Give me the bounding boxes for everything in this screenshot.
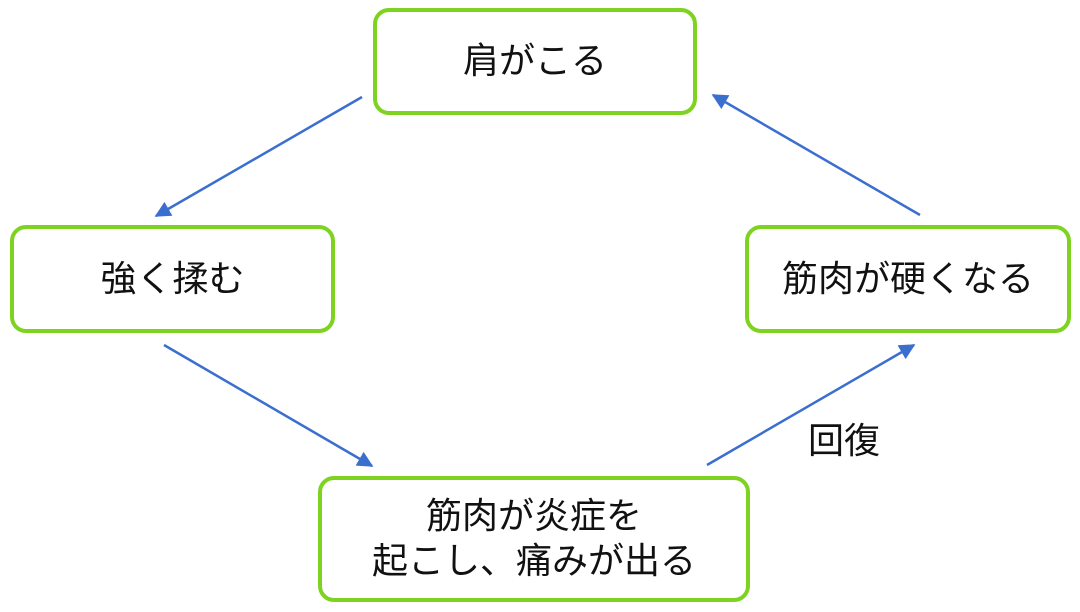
arrow-bottom-to-right (706, 343, 916, 467)
node-inflammation-pain: 筋肉が炎症を 起こし、痛みが出る (318, 476, 750, 602)
node-massage-hard: 強く揉む (10, 225, 335, 333)
node-label: 筋肉が硬くなる (781, 258, 1034, 300)
arrow-right-to-top (711, 93, 921, 217)
node-shoulder-stiffness: 肩がこる (373, 8, 697, 115)
arrow-top-to-left (154, 95, 363, 218)
arrow-left-to-bottom (163, 343, 374, 468)
node-label: 肩がこる (462, 41, 607, 82)
edge-label-recovery: 回復 (808, 421, 881, 462)
node-label: 筋肉が炎症を 起こし、痛みが出る (371, 496, 696, 582)
node-muscle-hardens: 筋肉が硬くなる (745, 225, 1071, 333)
node-label: 強く揉む (100, 258, 245, 300)
